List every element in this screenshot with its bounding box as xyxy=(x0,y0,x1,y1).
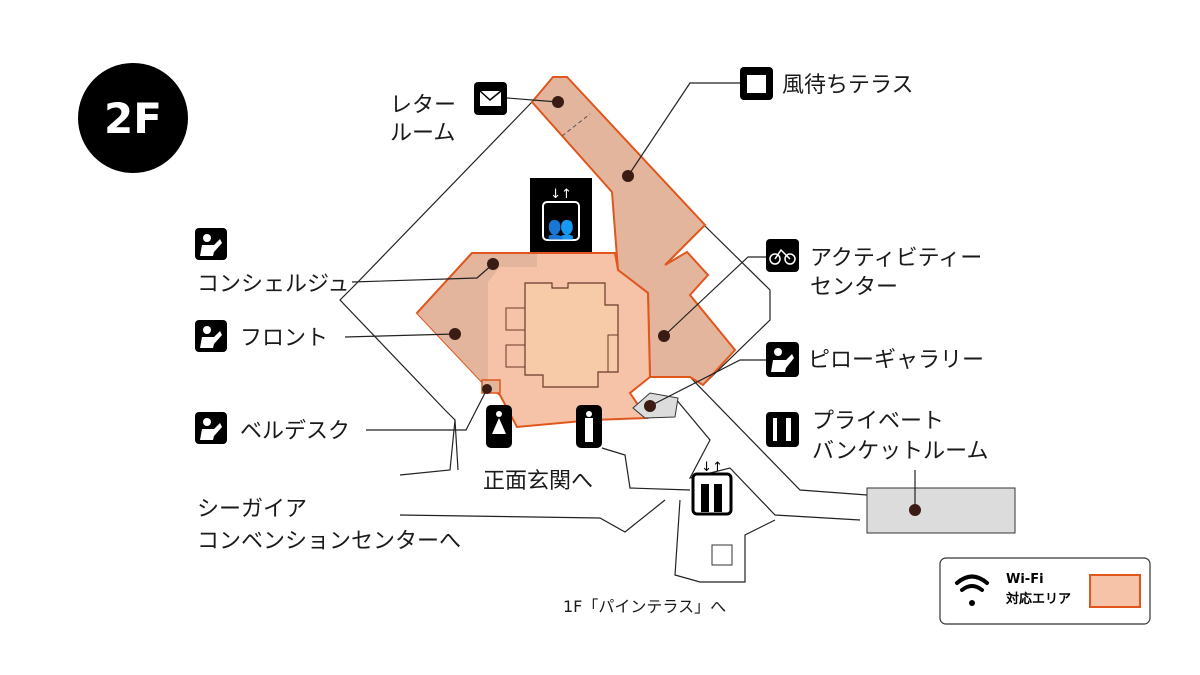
stairs xyxy=(505,307,619,373)
legend-wifi: Wi-Fi xyxy=(1006,572,1044,587)
label-convention-center: シーガイア xyxy=(197,497,307,522)
label-kazemachi-terrace: 風待ちテラス xyxy=(782,73,914,98)
female-restroom-icon xyxy=(486,405,512,448)
banquet-room-area xyxy=(866,487,1016,534)
label-main-entrance: 正面玄関へ xyxy=(483,469,593,494)
floor-badge: 2F xyxy=(78,63,188,173)
staff-icon xyxy=(195,412,227,444)
bicycle-icon xyxy=(766,239,799,272)
location-dots xyxy=(449,96,921,516)
mail-icon xyxy=(474,82,507,115)
label-pillow-gallery: ピローギャラリー xyxy=(808,348,984,373)
label-private-banquet: プライベート xyxy=(812,409,944,434)
staff-icon xyxy=(766,342,799,377)
wifi-legend: Wi-Fi 対応エリア xyxy=(939,557,1151,625)
floor-label: 2F xyxy=(104,94,162,143)
restaurant-icon xyxy=(766,412,799,447)
legend-area: 対応エリア xyxy=(1005,591,1071,607)
elevator-icon: ↓↑ 👥 xyxy=(530,178,592,252)
label-convention-center-2: コンベンションセンターへ xyxy=(197,529,461,554)
label-bell-desk: ベルデスク xyxy=(240,419,350,444)
wifi-icon xyxy=(955,574,989,606)
staff-icon xyxy=(195,320,227,352)
label-private-banquet-2: バンケットルーム xyxy=(812,439,988,464)
atrium-outline xyxy=(524,282,619,388)
label-front: フロント xyxy=(240,326,328,351)
label-letter-room-2: ルーム xyxy=(390,121,455,146)
leader-lines xyxy=(344,82,916,510)
front-area xyxy=(417,253,537,382)
svg-text:↓↑: ↓↑ xyxy=(550,187,572,202)
svg-text:↓↑: ↓↑ xyxy=(701,460,723,475)
svg-text:👥: 👥 xyxy=(547,216,574,241)
label-letter-room: レター xyxy=(390,93,456,118)
label-concierge: コンシェルジュ xyxy=(197,272,349,297)
label-activity-center-2: センター xyxy=(810,275,898,300)
male-restroom-icon xyxy=(576,405,602,448)
elevator-icon: ↓↑ xyxy=(691,460,733,516)
staff-icon xyxy=(195,228,227,260)
legend-swatch xyxy=(1089,574,1141,608)
label-activity-center: アクティビティー xyxy=(810,246,982,271)
label-pine-terrace: 1F「パインテラス」へ xyxy=(563,597,726,616)
sofa-icon xyxy=(740,67,773,100)
